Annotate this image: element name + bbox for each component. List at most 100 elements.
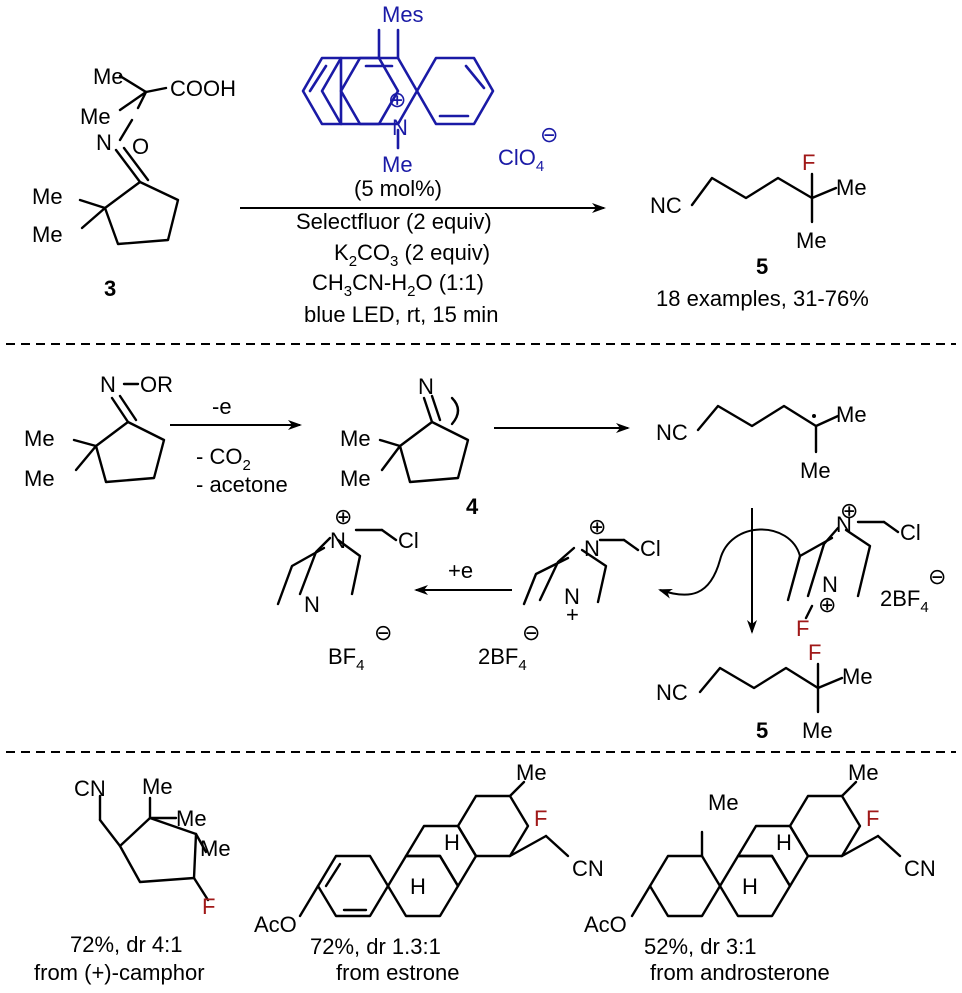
condition-loading: (5 mol%) [354,176,442,201]
condition-solvent: CH3CN-H2O (1:1) [312,270,484,300]
dabco-plus: ⊕ [334,504,352,529]
selectfluor-bf4-charge: ⊖ [928,564,946,589]
mech-product-nc: NC [656,680,688,705]
radical-cation-plus-2: + [566,602,579,627]
substrate-me-4: Me [32,222,63,247]
radical-n: N [418,374,434,399]
camphor-me-1: Me [142,774,173,799]
selectfluor-cl: Cl [900,520,921,545]
substrate-compound-number: 3 [104,276,116,301]
product-nc: NC [650,193,682,218]
catalyst-plus-charge: ⊕ [388,87,406,112]
dabco-bf4: BF4 [328,644,364,674]
substrate-3-structure [78,74,180,246]
catalyst-n-label: N [392,115,408,140]
estrone-source: from estrone [336,960,460,985]
curved-electron-arrow [658,528,801,599]
estrone-h-2: H [410,874,426,899]
radical-me-2: Me [340,466,371,491]
estrone-yield: 72%, dr 1.3:1 [310,934,441,959]
dabco-bf4-charge: ⊖ [374,620,392,645]
dabco-n2: N [304,592,320,617]
radical-cation-bf4-charge: ⊖ [522,620,540,645]
androsterone-me-2: Me [848,760,879,785]
product-scope: 18 examples, 31-76% [656,286,869,311]
substrate-me-1: Me [93,64,124,89]
dabco-cl: Cl [398,528,419,553]
androsterone-source: from androsterone [650,960,830,985]
mech-product-me-1: Me [842,664,873,689]
selectfluor-n1: N [836,512,852,537]
camphor-product-structure [98,794,210,902]
product-f: F [802,150,815,175]
dabco-n1: N [330,528,346,553]
camphor-me-2: Me [176,806,207,831]
iminyl-radical-structure [378,394,470,484]
mechanism-product-5-structure [698,662,844,714]
estrone-product-structure [298,780,570,918]
mech-product-f: F [808,640,821,665]
substrate-me-3: Me [32,184,63,209]
camphor-f: F [202,894,215,919]
radical-cation-plus: ⊕ [588,514,606,539]
substrate-cooh: COOH [170,76,236,101]
catalyst-mes-label: Mes [382,2,424,27]
radical-compound-number: 4 [466,494,479,519]
product-me-2: Me [796,228,827,253]
androsterone-cn: CN [904,856,936,881]
selectfluor-plus-1: ⊕ [840,498,858,523]
substrate-n: N [96,130,112,155]
estrone-aco: AcO [254,912,297,937]
condition-reagent: Selectfluor (2 equiv) [296,209,492,234]
oxime-me-1: Me [24,426,55,451]
radical-me-1: Me [340,426,371,451]
step1-oxidation: -e [212,394,232,419]
oxime-ester-structure [72,382,166,484]
androsterone-h-2: H [742,874,758,899]
androsterone-me-1: Me [708,790,739,815]
chain-nc: NC [656,420,688,445]
reduction-label: +e [448,558,473,583]
chain-me-2: Me [800,458,831,483]
dabco-product-structure [276,528,398,606]
androsterone-aco: AcO [584,912,627,937]
estrone-cn: CN [572,856,604,881]
alkyl-radical-structure [696,404,840,454]
counterion-label: ClO4 [498,145,544,175]
catalyst-methyl-label: Me [382,152,413,177]
substrate-o: O [132,134,149,159]
androsterone-f: F [866,806,879,831]
mech-product-compound-number: 5 [756,718,768,743]
oxime-me-2: Me [24,466,55,491]
estrone-me: Me [516,760,547,785]
mech-product-me-2: Me [802,718,833,743]
step1-co2-loss: - CO2 [196,444,251,474]
radical-cation-structure [522,538,640,606]
condition-light: blue LED, rt, 15 min [304,302,498,327]
chain-me-1: Me [836,402,867,427]
product-compound-number: 5 [756,254,768,279]
counterion-minus-charge: ⊖ [540,122,558,147]
oxime-or: OR [140,372,173,397]
product-5-structure [690,172,838,224]
step1-acetone-loss: - acetone [196,472,288,497]
estrone-h-1: H [444,830,460,855]
radical-cation-cl: Cl [640,536,661,561]
selectfluor-n2: N [822,572,838,597]
androsterone-yield: 52%, dr 3:1 [644,934,757,959]
androsterone-product-structure [630,780,902,918]
camphor-cn: CN [74,776,106,801]
selectfluor-plus-2: ⊕ [818,592,836,617]
androsterone-h-1: H [776,830,792,855]
selectfluor-f: F [796,616,809,641]
condition-base: K2CO3 (2 equiv) [334,240,490,270]
product-me-1: Me [836,175,867,200]
catalyst-structure [301,28,495,150]
radical-cation-n1: N [584,536,600,561]
selectfluor-bf4: 2BF4 [880,586,929,616]
oxime-n: N [100,372,116,397]
substrate-me-2: Me [80,104,111,129]
camphor-yield: 72%, dr 4:1 [70,932,183,957]
camphor-source: from (+)-camphor [34,960,205,985]
